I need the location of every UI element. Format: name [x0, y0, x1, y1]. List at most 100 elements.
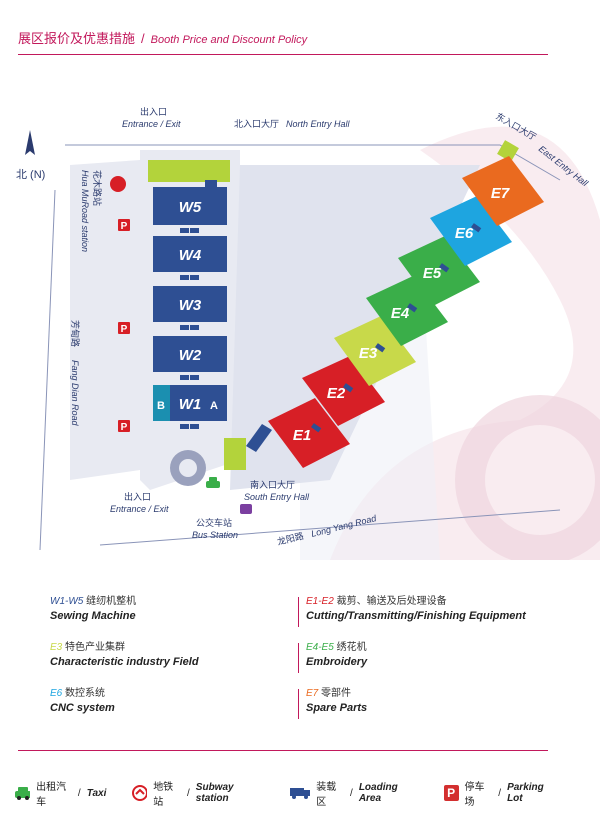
legend-code: W1-W5 — [50, 596, 84, 607]
bus-station-cn: 公交车站 — [196, 517, 232, 528]
svg-text:W4: W4 — [179, 247, 202, 264]
svg-text:P: P — [121, 324, 128, 335]
roundabout-icon — [170, 450, 206, 486]
legend: W1-W5 缝纫机整机 Sewing Machine E1-E2 裁剪、输送及后… — [50, 595, 570, 725]
svg-text:P: P — [121, 422, 128, 433]
legend-cn: 特色产业集群 — [65, 642, 126, 653]
huamu-station-en: Hua MuRoad station — [80, 170, 90, 252]
key-subway: 地铁站 / Subway station — [132, 778, 263, 808]
hall-w2: W2 — [153, 336, 227, 372]
legend-en: Characteristic industry Field — [50, 656, 199, 668]
fangdian-road-cn: 芳甸路 — [70, 320, 81, 347]
legend-item-e1-e2: E1-E2 裁剪、输送及后处理设备 Cutting/Transmitting/F… — [306, 595, 566, 623]
hall-w5: W5 — [153, 180, 227, 225]
legend-code: E3 — [50, 642, 63, 653]
svg-text:W3: W3 — [179, 297, 202, 314]
key-loading: 装载区 / Loading Area — [289, 778, 418, 808]
legend-en: Spare Parts — [306, 702, 368, 714]
key-separator: / — [187, 787, 190, 799]
entrance-bottom-cn: 出入口 — [124, 491, 151, 502]
north-arrow-icon — [25, 130, 35, 155]
svg-text:E3: E3 — [359, 345, 378, 362]
loading-area-icon — [289, 788, 310, 799]
parking-icon: P — [118, 322, 130, 335]
north-entry-hall — [148, 160, 230, 182]
hall-w1-section-b — [153, 385, 170, 421]
legend-cn: 零部件 — [321, 688, 352, 699]
svg-text:A: A — [210, 400, 218, 412]
svg-text:B: B — [157, 400, 165, 412]
venue-map: 北 (N) 出入口 Entrance / Exit 北入口大厅 North En… — [16, 106, 600, 560]
key-taxi-cn: 出租汽车 — [36, 782, 67, 808]
legend-cn: 数控系统 — [65, 688, 106, 699]
south-hall-en: South Entry Hall — [244, 492, 310, 502]
key-parking: P 停车场 / Parking Lot — [443, 778, 558, 808]
huamu-station-cn: 花木路站 — [92, 170, 103, 206]
hall-e4: E4 — [366, 276, 448, 346]
icon-key: 出租汽车 / Taxi 地铁站 / Subway station 装载区 / L… — [14, 782, 584, 808]
legend-en: Cutting/Transmitting/Finishing Equipment — [306, 610, 526, 622]
hall-e7: E7 — [462, 156, 544, 226]
bus-station-en: Bus Station — [192, 530, 238, 540]
key-parking-en: Parking Lot — [507, 782, 544, 804]
legend-code: E6 — [50, 688, 63, 699]
south-entry-hall — [224, 438, 246, 470]
header-title-cn: 展区报价及优惠措施 — [18, 31, 136, 46]
svg-text:W2: W2 — [179, 347, 202, 364]
svg-text:E5: E5 — [423, 265, 442, 282]
taxi-icon — [15, 787, 31, 800]
legend-en: Embroidery — [306, 656, 368, 668]
south-hall-cn: 南入口大厅 — [250, 479, 295, 490]
hall-w3: W3 — [153, 286, 227, 322]
subway-station-icon — [110, 176, 126, 192]
loading-area-icons — [180, 228, 199, 429]
header-separator: / — [141, 31, 145, 46]
legend-cn: 裁剪、输送及后处理设备 — [336, 596, 447, 607]
key-subway-en: Subway station — [195, 782, 234, 804]
hall-e5: E5 — [398, 236, 480, 306]
key-taxi-en: Taxi — [86, 787, 107, 799]
footer-divider — [18, 750, 548, 751]
key-subway-cn: 地铁站 — [153, 782, 174, 808]
parking-icon: P — [118, 219, 130, 232]
legend-item-e7: E7 零部件 Spare Parts — [306, 687, 566, 715]
svg-text:P: P — [121, 221, 128, 232]
svg-text:W1: W1 — [179, 396, 202, 413]
legend-item-e6: E6 数控系统 CNC system — [50, 687, 290, 715]
hall-w4: W4 — [153, 236, 227, 272]
subway-icon — [132, 785, 148, 801]
south-connector — [246, 424, 272, 452]
legend-code: E1-E2 — [306, 596, 334, 607]
fangdian-road-en: Fang Dian Road — [70, 360, 80, 427]
svg-text:E1: E1 — [293, 427, 311, 444]
entrance-bottom-en: Entrance / Exit — [110, 504, 169, 514]
parking-icon: P — [443, 785, 459, 801]
north-label: 北 (N) — [16, 168, 45, 181]
longyang-road-line — [99, 509, 561, 546]
hall-e1: E1 — [268, 398, 350, 468]
legend-divider — [298, 643, 299, 673]
taxi-icon — [206, 477, 220, 488]
entrance-top-en: Entrance / Exit — [122, 119, 181, 129]
header-title-en: Booth Price and Discount Policy — [150, 34, 308, 46]
legend-divider — [298, 689, 299, 719]
fangdian-road-line — [39, 189, 56, 551]
entrance-top-cn: 出入口 — [140, 106, 167, 117]
key-loading-en: Loading Area — [358, 782, 398, 804]
svg-text:E4: E4 — [391, 305, 410, 322]
legend-code: E4-E5 — [306, 642, 334, 653]
bus-icon — [240, 504, 252, 514]
north-boundary — [65, 144, 561, 181]
legend-code: E7 — [306, 688, 319, 699]
key-separator: / — [498, 787, 502, 799]
svg-text:E6: E6 — [455, 225, 474, 242]
west-side-strip — [70, 160, 140, 480]
svg-text:W5: W5 — [179, 199, 202, 216]
legend-item-e3: E3 特色产业集群 Characteristic industry Field — [50, 641, 290, 669]
svg-text:E2: E2 — [327, 385, 346, 402]
hall-w1: B W1 A — [153, 385, 227, 421]
key-loading-cn: 装载区 — [316, 782, 337, 808]
north-hall-en: North Entry Hall — [286, 119, 351, 129]
parking-icon: P — [118, 420, 130, 433]
svg-text:E7: E7 — [491, 185, 510, 202]
